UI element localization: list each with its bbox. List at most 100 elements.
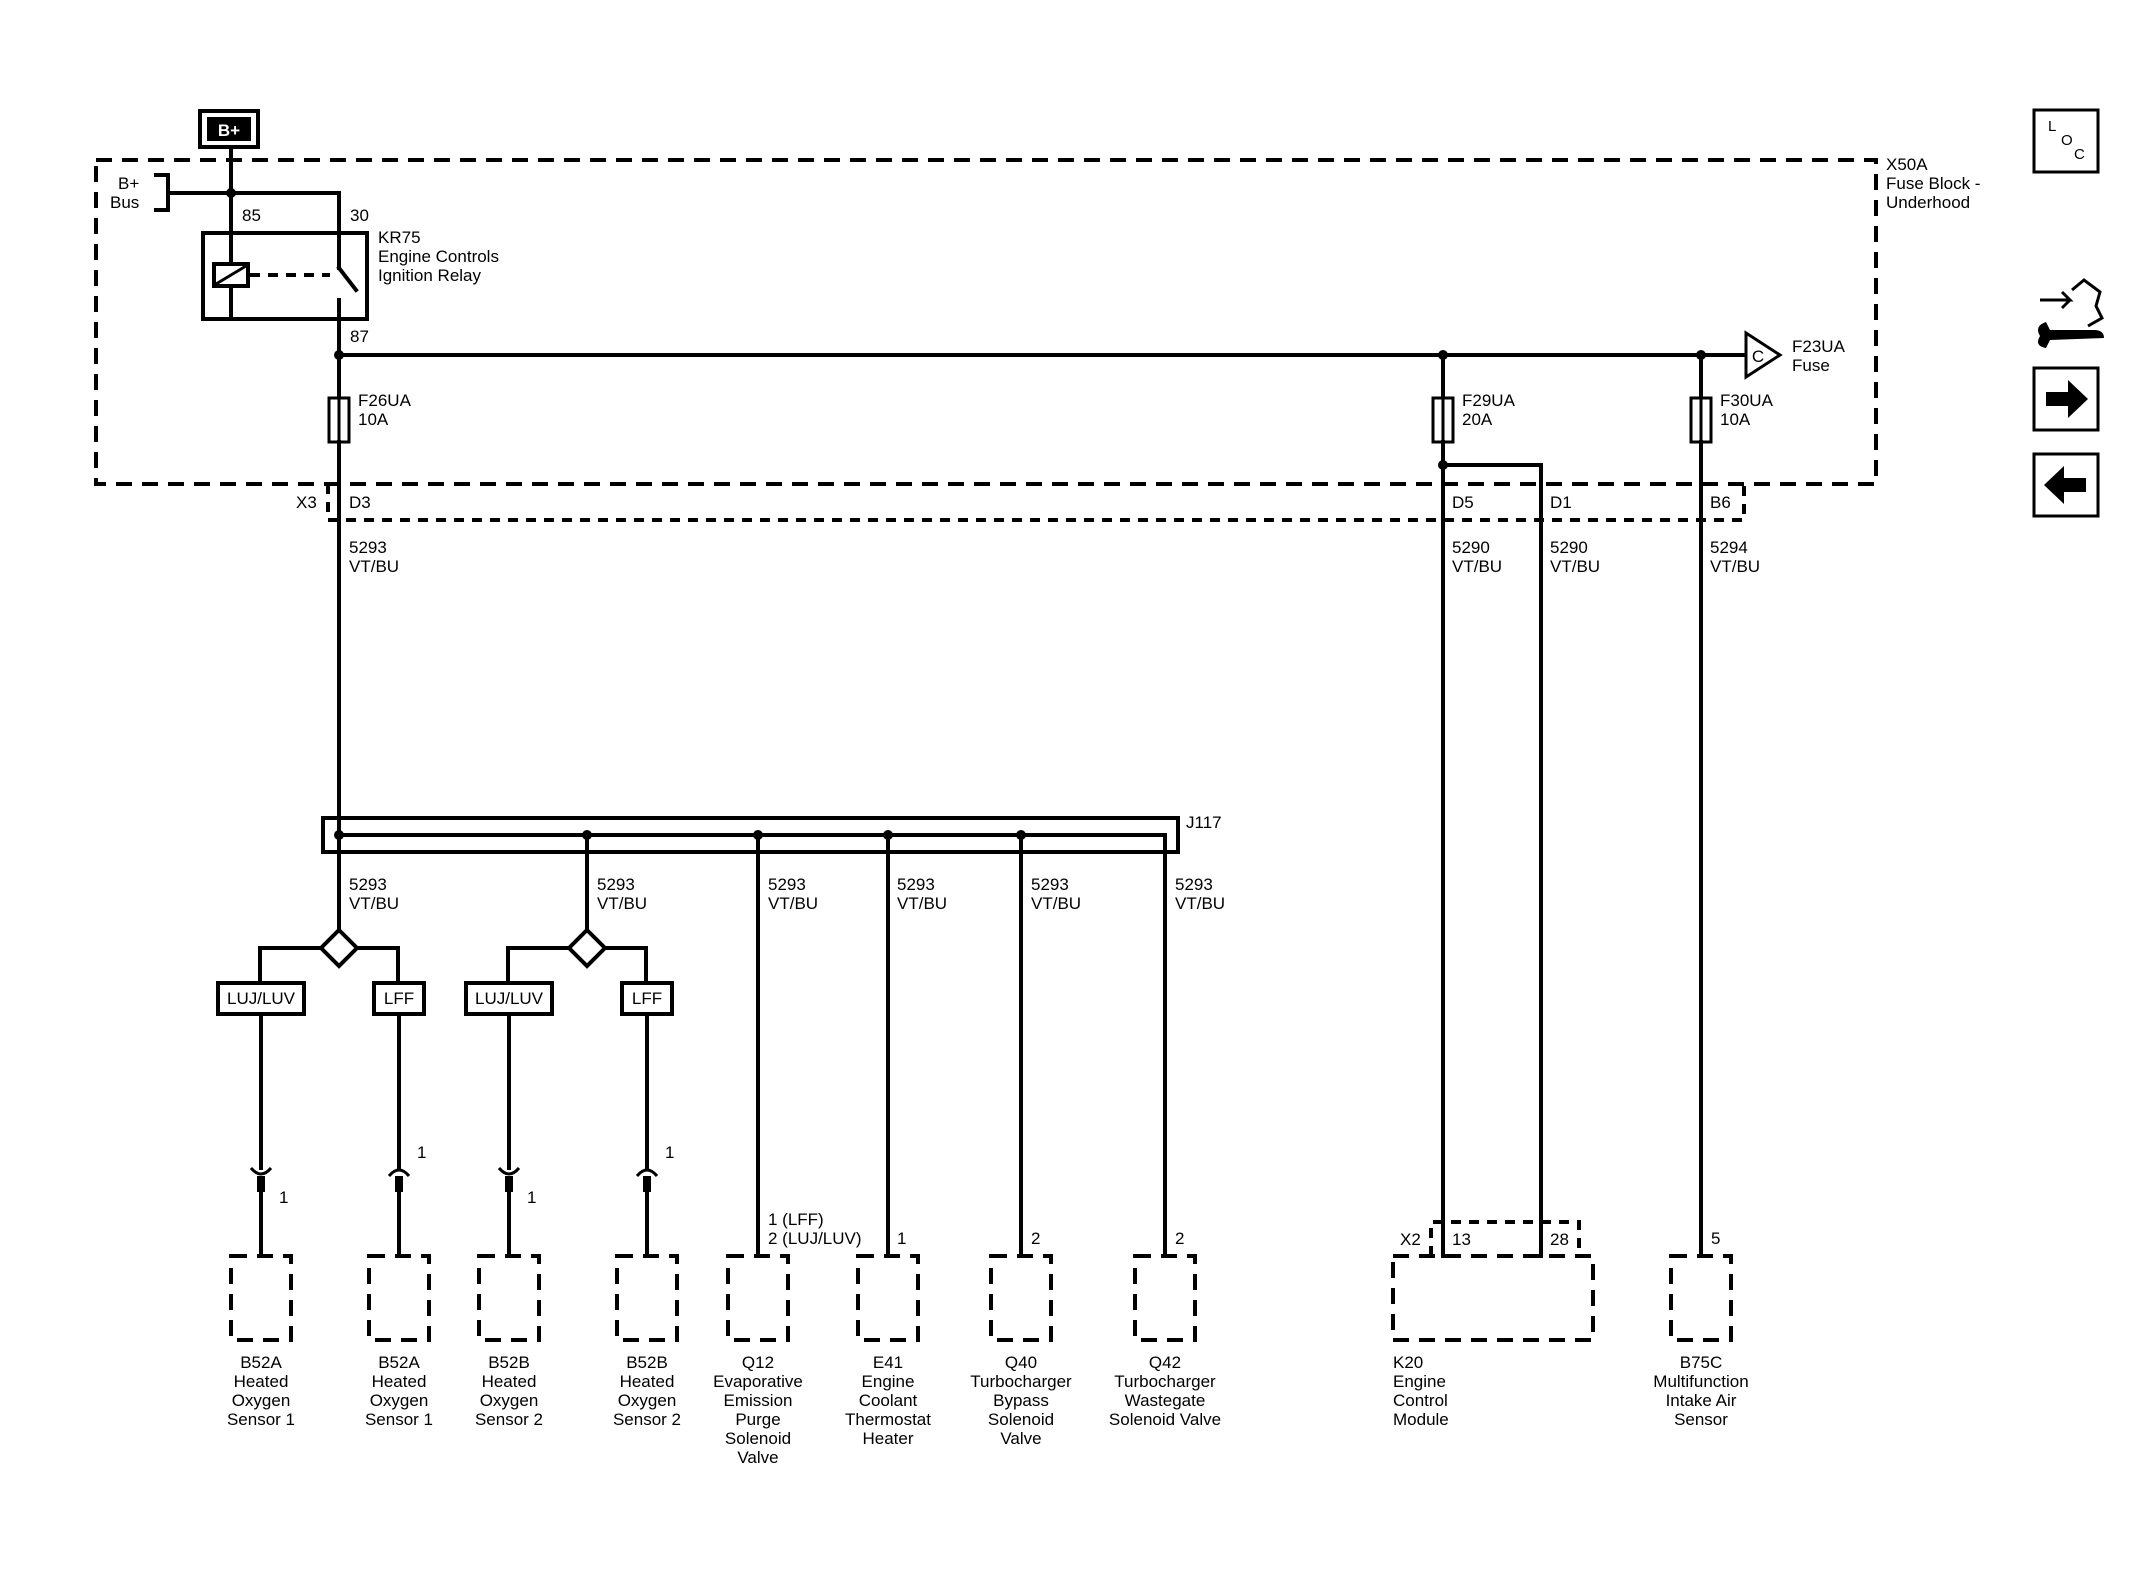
component-e41 bbox=[856, 1254, 920, 1342]
option-luj-luv-2: LUJ/LUV bbox=[475, 989, 544, 1008]
branch-e41-color: VT/BU bbox=[897, 894, 947, 913]
f23-desc: Fuse bbox=[1792, 356, 1830, 375]
k20-label-2: Engine bbox=[1393, 1372, 1446, 1391]
e41-label-4: Thermostat bbox=[845, 1410, 931, 1429]
b52a-1-label-4: Sensor 1 bbox=[227, 1410, 295, 1429]
component-b75c bbox=[1669, 1254, 1733, 1342]
splice-j117-bar bbox=[337, 833, 1167, 1258]
pin-q42: 2 bbox=[1175, 1229, 1184, 1248]
branch-q12-circuit: 5293 bbox=[768, 875, 806, 894]
pin-b52a-1: 1 bbox=[279, 1188, 288, 1207]
component-q12 bbox=[726, 1254, 790, 1342]
wire-d1 bbox=[1441, 463, 1543, 1258]
component-q42 bbox=[1133, 1254, 1197, 1342]
sensor-wires bbox=[249, 1012, 659, 1258]
q12-label-2: Evaporative bbox=[713, 1372, 803, 1391]
x3-pin-d3: D3 bbox=[349, 493, 371, 512]
pin-q40: 2 bbox=[1031, 1229, 1040, 1248]
component-k20 bbox=[1391, 1254, 1595, 1342]
e41-label-1: E41 bbox=[873, 1353, 903, 1372]
fuse-f29 bbox=[1431, 353, 1455, 444]
f23-connector-letter: C bbox=[1752, 347, 1764, 366]
bplus-label: B+ bbox=[218, 121, 240, 140]
x3-name: X3 bbox=[296, 493, 317, 512]
wire-d3-circuit: 5293 bbox=[349, 538, 387, 557]
pin-q12-lff: 1 (LFF) bbox=[768, 1210, 824, 1229]
k20-pin-13: 13 bbox=[1452, 1230, 1471, 1249]
component-b52b-2 bbox=[615, 1254, 679, 1342]
bplus-terminal: B+ bbox=[198, 109, 260, 149]
branch-1-circuit: 5293 bbox=[349, 875, 387, 894]
branch-q12-color: VT/BU bbox=[768, 894, 818, 913]
b52b-1-label-2: Heated bbox=[482, 1372, 537, 1391]
relay-desc-2: Ignition Relay bbox=[378, 266, 482, 285]
q40-label-3: Bypass bbox=[993, 1391, 1049, 1410]
next-page-arrow-icon[interactable] bbox=[2032, 366, 2100, 432]
connector-wrench-icon[interactable] bbox=[2038, 278, 2104, 348]
component-q40 bbox=[989, 1254, 1053, 1342]
fuse-block-name: X50A bbox=[1886, 155, 1928, 174]
branch-2-color: VT/BU bbox=[597, 894, 647, 913]
fuse-f26 bbox=[327, 353, 351, 444]
relay-box bbox=[201, 231, 369, 321]
b52b-2-label-3: Oxygen bbox=[618, 1391, 677, 1410]
x3-pin-d5: D5 bbox=[1452, 493, 1474, 512]
wire-d5-color: VT/BU bbox=[1452, 557, 1502, 576]
f23-name: F23UA bbox=[1792, 337, 1846, 356]
q40-label-1: Q40 bbox=[1005, 1353, 1037, 1372]
b52a-2-label-3: Oxygen bbox=[370, 1391, 429, 1410]
option-luj-luv-1: LUJ/LUV bbox=[227, 989, 296, 1008]
b52a-1-label-1: B52A bbox=[240, 1353, 282, 1372]
b52b-1-label-3: Oxygen bbox=[480, 1391, 539, 1410]
b52b-2-label-1: B52B bbox=[626, 1353, 668, 1372]
wire-b6-circuit: 5294 bbox=[1710, 538, 1748, 557]
loc-letter-c: C bbox=[2074, 146, 2085, 163]
option-box-luj-luv-2 bbox=[464, 981, 554, 1016]
wire-d1-circuit: 5290 bbox=[1550, 538, 1588, 557]
b52a-2-label-1: B52A bbox=[378, 1353, 420, 1372]
b52a-2-label-4: Sensor 1 bbox=[365, 1410, 433, 1429]
relay-coil-diag bbox=[215, 264, 247, 286]
branch-q42-color: VT/BU bbox=[1175, 894, 1225, 913]
branch-e41-circuit: 5293 bbox=[897, 875, 935, 894]
option-lff-2: LFF bbox=[632, 989, 662, 1008]
e41-label-5: Heater bbox=[862, 1429, 913, 1448]
loc-letter-o: O bbox=[2061, 132, 2073, 149]
component-b52b-1 bbox=[477, 1254, 541, 1342]
k20-x2-connector bbox=[1429, 1220, 1581, 1256]
relay-pin85: 85 bbox=[242, 206, 261, 225]
pin-e41: 1 bbox=[897, 1229, 906, 1248]
bplus-bus-label-2: Bus bbox=[110, 193, 139, 212]
loc-button[interactable]: L O C bbox=[2032, 108, 2100, 174]
branch-q40-circuit: 5293 bbox=[1031, 875, 1069, 894]
wire-d5-circuit: 5290 bbox=[1452, 538, 1490, 557]
b52b-1-label-1: B52B bbox=[488, 1353, 530, 1372]
x3-connector bbox=[326, 484, 1746, 522]
q12-label-5: Solenoid bbox=[725, 1429, 791, 1448]
loc-letter-l: L bbox=[2048, 118, 2056, 135]
f23-connector bbox=[1744, 330, 1783, 380]
x3-pin-d1: D1 bbox=[1550, 493, 1572, 512]
prev-page-arrow-icon[interactable] bbox=[2032, 452, 2100, 518]
f30-rating: 10A bbox=[1720, 410, 1751, 429]
relay-name: KR75 bbox=[378, 228, 421, 247]
relay-switch-blade bbox=[336, 265, 359, 293]
component-labels: B52A Heated Oxygen Sensor 1 B52A Heated … bbox=[227, 1353, 1749, 1467]
e41-label-2: Engine bbox=[862, 1372, 915, 1391]
b75c-label-2: Multifunction bbox=[1653, 1372, 1748, 1391]
k20-label-1: K20 bbox=[1393, 1353, 1423, 1372]
f26-rating: 10A bbox=[358, 410, 389, 429]
b52a-1-label-3: Oxygen bbox=[232, 1391, 291, 1410]
pin-b75c: 5 bbox=[1711, 1229, 1720, 1248]
wire-d1-color: VT/BU bbox=[1550, 557, 1600, 576]
branch-2-circuit: 5293 bbox=[597, 875, 635, 894]
q42-label-2: Turbocharger bbox=[1114, 1372, 1216, 1391]
pin-b52b-1: 1 bbox=[527, 1188, 536, 1207]
k20-x2-name: X2 bbox=[1400, 1230, 1421, 1249]
q42-label-4: Solenoid Valve bbox=[1109, 1410, 1221, 1429]
pin-q12-luj-luv: 2 (LUJ/LUV) bbox=[768, 1229, 862, 1248]
b52b-1-label-4: Sensor 2 bbox=[475, 1410, 543, 1429]
branch-labels: 5293 VT/BU 5293 VT/BU 5293 VT/BU 5293 VT… bbox=[349, 875, 1225, 913]
x3-pin-b6: B6 bbox=[1710, 493, 1731, 512]
q40-label-5: Valve bbox=[1000, 1429, 1041, 1448]
